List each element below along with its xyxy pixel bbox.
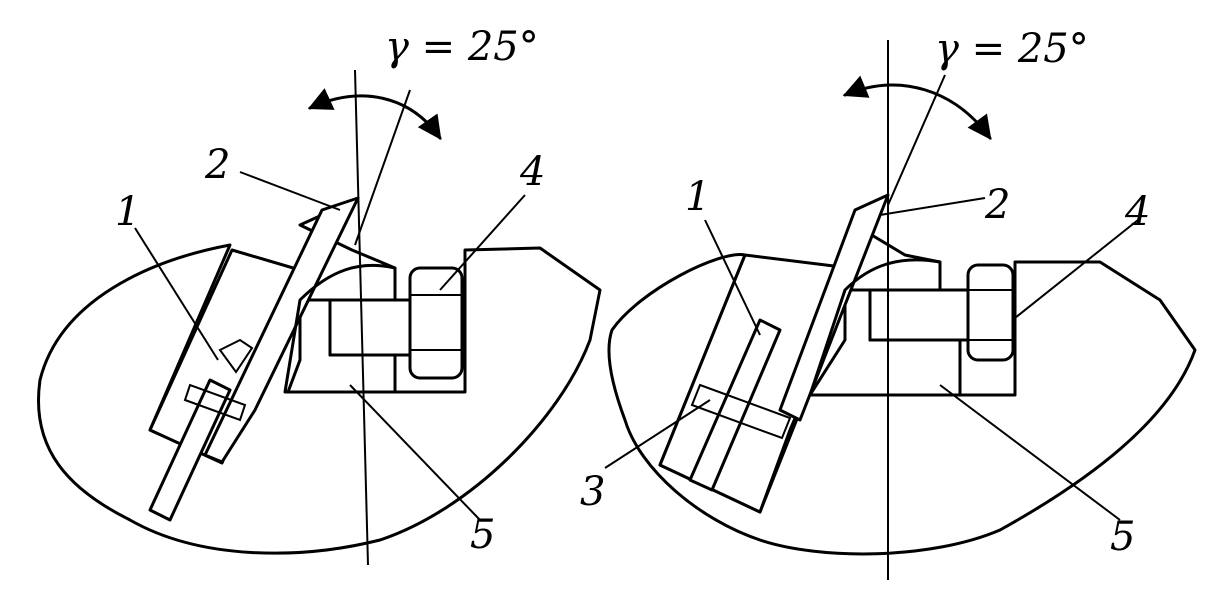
right-callout-4: 4 — [1124, 189, 1150, 235]
left-callout-5: 5 — [470, 512, 495, 558]
right-bolt-head — [966, 263, 1015, 362]
left-callout-4: 4 — [519, 149, 545, 195]
left-angle-label: γ = 25° — [385, 24, 539, 70]
right-callout-1: 1 — [685, 174, 710, 220]
left-callout-1: 1 — [115, 189, 140, 235]
left-angle-arc — [307, 88, 442, 140]
left-screw — [148, 378, 232, 522]
right-angle-label: γ = 25° — [935, 26, 1089, 72]
right-bolt-shank — [868, 288, 972, 342]
left-view: γ = 25° 1 2 4 5 — [37, 24, 602, 566]
left-bolt-head — [408, 266, 464, 380]
right-callout-2: 2 — [984, 182, 1010, 228]
left-axis — [354, 69, 369, 566]
left-bolt-shank — [328, 298, 412, 357]
right-view: γ = 25° 1 2 3 4 5 — [580, 26, 1197, 580]
right-insert — [778, 193, 890, 422]
right-callout-3: 3 — [580, 469, 605, 515]
right-callout-5: 5 — [1110, 514, 1135, 560]
left-callout-2: 2 — [204, 142, 230, 188]
right-angle-arc — [842, 75, 992, 140]
right-screw — [688, 318, 782, 492]
left-body — [37, 213, 602, 555]
